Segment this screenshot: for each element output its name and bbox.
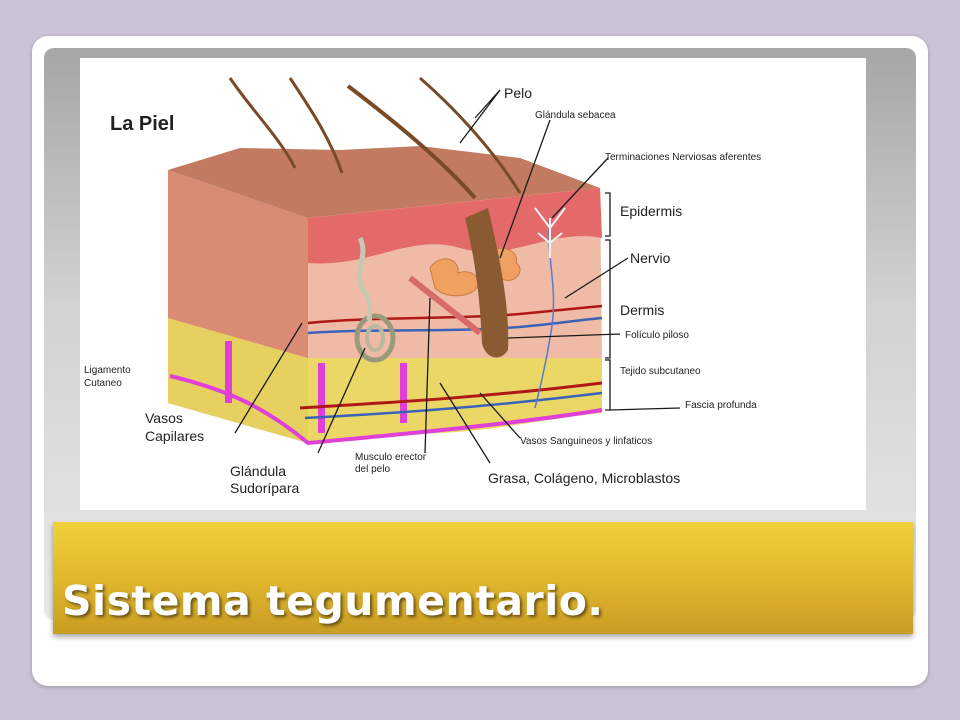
erector-muscle bbox=[408, 275, 482, 336]
skin-surface bbox=[168, 146, 600, 218]
nerve-ending bbox=[534, 207, 566, 258]
label-vasos-cap-2: Capilares bbox=[145, 428, 204, 444]
label-grasa: Grasa, Colágeno, Microblastos bbox=[488, 470, 680, 486]
label-ligamento-1: Ligamento bbox=[84, 365, 131, 376]
skin-diagram: La Piel Pelo Glándula sebacea Terminacio… bbox=[80, 58, 866, 510]
skin-diagram-svg: La Piel Pelo Glándula sebacea Terminacio… bbox=[84, 76, 761, 496]
sweat-gland bbox=[354, 313, 396, 363]
fascia-post-3 bbox=[400, 363, 407, 423]
hair-strand-2 bbox=[288, 77, 344, 174]
label-terminaciones: Terminaciones Nerviosas aferentes bbox=[605, 152, 761, 163]
fascia-line bbox=[169, 374, 603, 446]
label-nervio: Nervio bbox=[630, 250, 671, 266]
bracket-tejido bbox=[605, 359, 611, 411]
hair-follicle bbox=[465, 208, 509, 358]
label-glandula-sud-1: Glándula bbox=[230, 463, 286, 479]
bracket-dermis bbox=[605, 239, 611, 359]
leader-glandula-sud bbox=[317, 347, 366, 454]
label-foliculo: Folículo piloso bbox=[625, 330, 689, 341]
leader-foliculo bbox=[507, 333, 621, 339]
leader-vasos-sanguineos bbox=[479, 392, 521, 439]
leader-grasa bbox=[439, 382, 491, 464]
side-subcutaneous bbox=[168, 318, 308, 443]
label-vasos-sanguineos: Vasos Sanguineos y linfaticos bbox=[520, 436, 652, 447]
label-vasos-cap-1: Vasos bbox=[145, 410, 183, 426]
leader-glandula-sebacea bbox=[499, 119, 551, 259]
leader-musculo bbox=[424, 297, 431, 454]
diagram-heading: La Piel bbox=[110, 113, 174, 135]
label-musculo-1: Musculo erector bbox=[355, 452, 427, 463]
leader-fascia bbox=[609, 407, 681, 411]
label-glandula-sebacea: Glándula sebacea bbox=[535, 110, 616, 121]
bracket-epidermis bbox=[605, 192, 611, 237]
vessel-blue-lower bbox=[304, 391, 603, 420]
fascia-post-2 bbox=[318, 363, 325, 433]
fascia-post-1 bbox=[225, 341, 232, 403]
vessel-red-lower bbox=[299, 381, 603, 410]
slide-title: Sistema tegumentario. bbox=[62, 577, 604, 625]
label-epidermis: Epidermis bbox=[620, 203, 682, 219]
label-pelo: Pelo bbox=[504, 85, 532, 101]
title-bar bbox=[53, 522, 913, 634]
sweat-gland-inner bbox=[365, 324, 385, 352]
leader-nervio bbox=[564, 257, 629, 299]
front-epidermis bbox=[308, 188, 602, 264]
label-musculo-2: del pelo bbox=[355, 464, 390, 475]
sebaceous-gland bbox=[429, 258, 479, 297]
leader-terminaciones bbox=[551, 157, 609, 219]
label-glandula-sud-2: Sudorípara bbox=[230, 480, 299, 496]
label-fascia: Fascia profunda bbox=[685, 400, 757, 411]
label-ligamento-2: Cutaneo bbox=[84, 378, 122, 389]
hair-strand-3 bbox=[346, 84, 477, 200]
leader-vasos-cap bbox=[234, 322, 303, 434]
hair-strand-4 bbox=[419, 76, 522, 194]
sweat-duct bbox=[356, 236, 373, 323]
hair-strand-1 bbox=[228, 77, 297, 169]
label-tejido: Tejido subcutaneo bbox=[620, 366, 701, 377]
leader-pelo bbox=[459, 89, 501, 144]
label-dermis: Dermis bbox=[620, 302, 664, 318]
